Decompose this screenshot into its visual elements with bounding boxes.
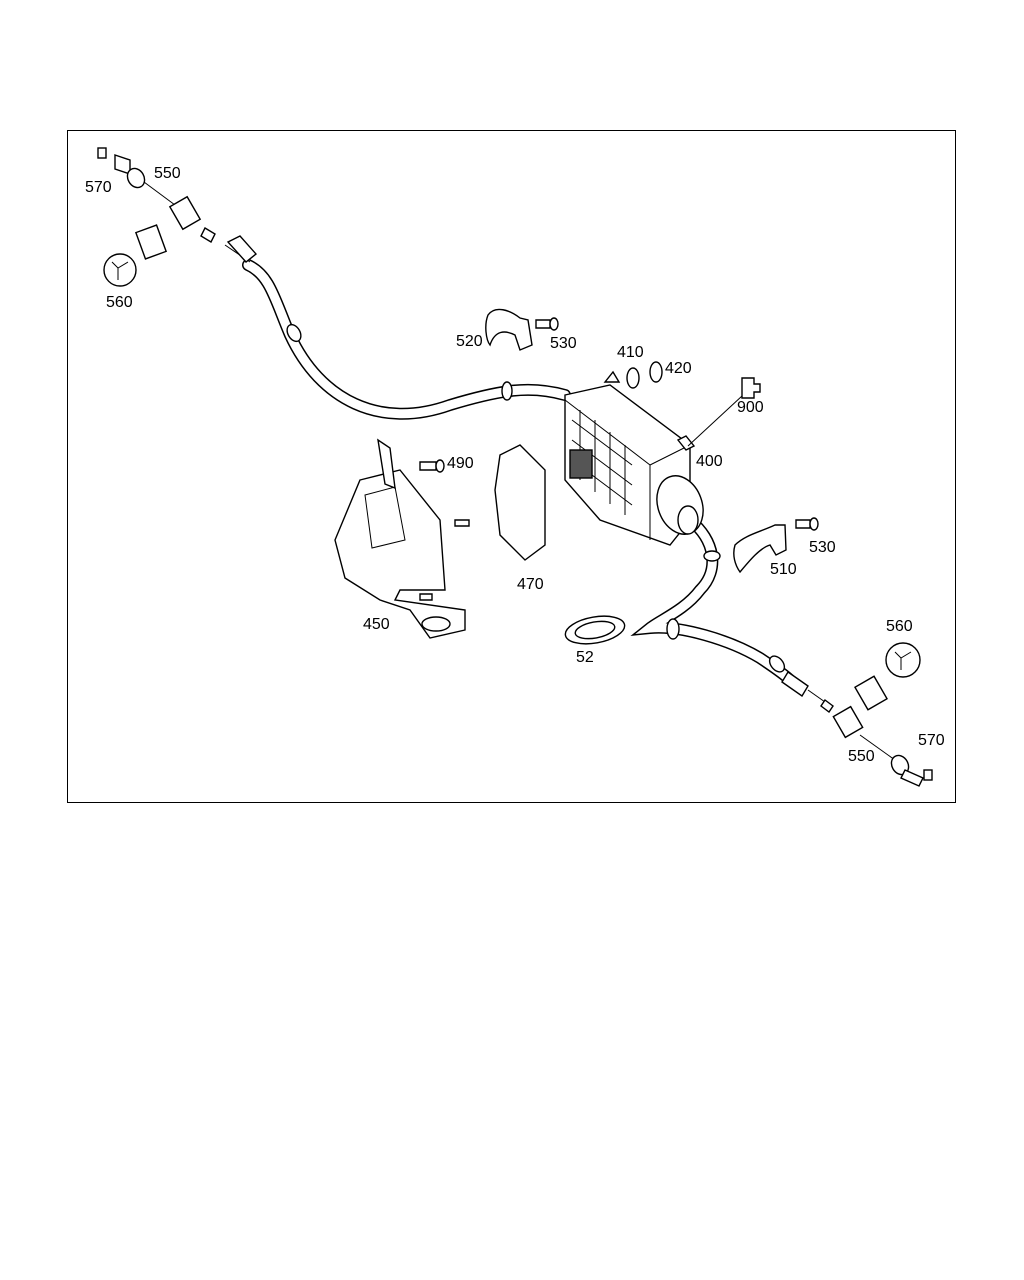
label-550-upper: 550 bbox=[154, 165, 181, 182]
label-570-lower: 570 bbox=[918, 732, 945, 749]
pad-470 bbox=[494, 444, 546, 561]
label-490: 490 bbox=[447, 455, 474, 472]
label-470: 470 bbox=[517, 576, 544, 593]
label-570-upper: 570 bbox=[85, 179, 112, 196]
label-410: 410 bbox=[617, 344, 644, 361]
cable-end-upper-left bbox=[97, 147, 216, 287]
label-52: 52 bbox=[576, 649, 594, 666]
cable-left bbox=[224, 235, 571, 420]
actuator-grid bbox=[571, 410, 633, 515]
label-510: 510 bbox=[770, 561, 797, 578]
screw-490 bbox=[419, 461, 437, 471]
bracket-520 bbox=[485, 308, 533, 351]
label-900: 900 bbox=[737, 399, 764, 416]
bracket-450 bbox=[334, 438, 470, 639]
screw-530-right bbox=[795, 519, 811, 529]
diagram-frame bbox=[67, 130, 956, 803]
label-400: 400 bbox=[696, 453, 723, 470]
connector-900 bbox=[741, 377, 761, 399]
label-560-lower: 560 bbox=[886, 618, 913, 635]
bracket-510 bbox=[733, 524, 787, 574]
screw-530-top bbox=[535, 319, 551, 329]
cable-right bbox=[630, 514, 826, 703]
label-550-lower: 550 bbox=[848, 748, 875, 765]
label-560-upper: 560 bbox=[106, 294, 133, 311]
label-530-right: 530 bbox=[809, 539, 836, 556]
label-450: 450 bbox=[363, 616, 390, 633]
washer-420 bbox=[649, 361, 663, 383]
actuator-400 bbox=[564, 370, 704, 546]
grommet-52 bbox=[564, 615, 626, 645]
label-520: 520 bbox=[456, 333, 483, 350]
washer-410 bbox=[626, 367, 640, 389]
label-420: 420 bbox=[665, 360, 692, 377]
cable-end-lower-right bbox=[820, 642, 933, 787]
label-530-upper: 530 bbox=[550, 335, 577, 352]
